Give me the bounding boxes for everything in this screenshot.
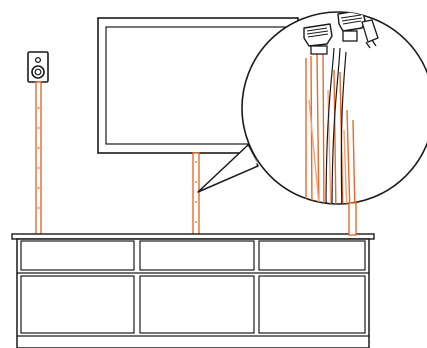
cabinet-door [20,275,366,334]
hdmi-plug-icon [303,23,333,55]
power-plug-icon [337,12,366,42]
small-plug-icon [361,19,379,49]
speaker-icon [27,51,49,83]
cabinet-drawer [20,240,366,271]
speaker-cable-sleeve [35,81,42,236]
inner-cables [325,47,347,204]
media-cabinet [11,233,375,348]
sleeve-strands [305,51,356,204]
right-cable-sleeve [348,202,357,236]
tv-cable-sleeve [192,152,200,236]
cable-sleeve-callout [197,11,427,205]
